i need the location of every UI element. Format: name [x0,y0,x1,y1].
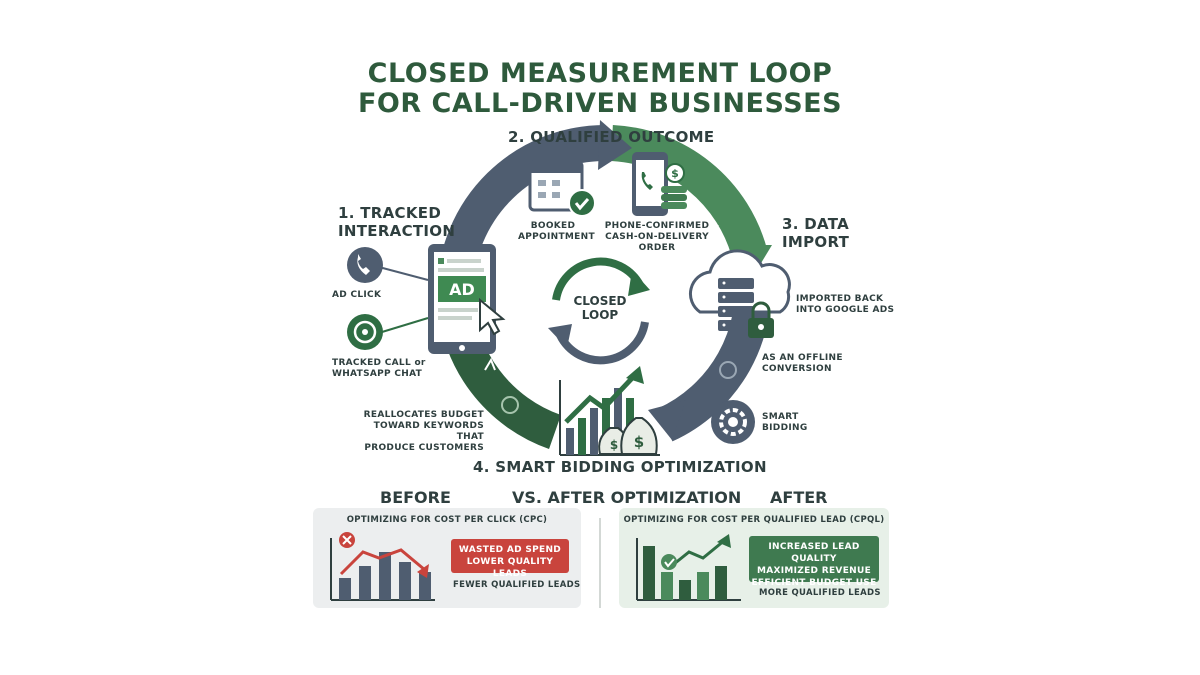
ring-chevron-icon [710,224,722,236]
after-panel: OPTIMIZING FOR COST PER QUALIFIED LEAD (… [619,508,889,608]
money-bag-icon: $ $ [598,417,658,455]
svg-text:$: $ [671,167,679,180]
step-3-line-2: IMPORT [782,233,850,251]
imported-line-2: INTO GOOGLE ADS [796,305,895,315]
closed-loop-icon [548,257,650,365]
step-4-heading: 4. SMART BIDDING OPTIMIZATION [473,458,767,476]
booked-line-2: APPOINTMENT [518,232,595,242]
server-icon [718,278,754,331]
lock-icon [748,301,774,338]
closed-loop-label: CLOSED LOOP [560,294,640,322]
after-tag-line-3: EFFICIENT BUDGET USE [751,578,877,588]
before-heading: BEFORE [380,488,451,507]
imported-back-label: IMPORTED BACK INTO GOOGLE ADS [796,294,894,316]
before-tag-line-2: LOWER QUALITY LEADS [466,557,554,579]
offline-line-1: AS AN OFFLINE [762,353,843,363]
offline-conversion-label: AS AN OFFLINE CONVERSION [762,353,843,375]
smart-bidding-label: SMART BIDDING [762,412,808,434]
smart-line-2: BIDDING [762,423,808,433]
smartphone-icon [632,152,668,216]
realloc-line-3: PRODUCE CUSTOMERS [364,443,484,453]
phone-confirmed-label: PHONE-CONFIRMED CASH-ON-DELIVERY ORDER [602,221,712,254]
after-subtitle: OPTIMIZING FOR COST PER QUALIFIED LEAD (… [623,515,885,525]
divider [599,518,601,608]
step-1-line-2: INTERACTION [338,222,456,240]
after-tag: INCREASED LEAD QUALITY MAXIMIZED REVENUE… [749,536,879,588]
tracked-call-label: TRACKED CALL or WHATSAPP CHAT [332,358,426,380]
step-1-line-1: 1. TRACKED [338,204,442,222]
title-line-1: CLOSED MEASUREMENT LOOP [367,58,833,89]
gear-icon [711,400,755,444]
after-tag-line-2: MAXIMIZED REVENUE [756,566,872,576]
closed-loop-line-1: CLOSED [573,294,627,308]
connector-line [374,265,429,281]
before-footer: FEWER QUALIFIED LEADS [453,580,581,590]
coins-icon: $ [661,163,687,209]
realloc-line-2: TOWARD KEYWORDS THAT [373,421,484,442]
svg-text:$: $ [610,438,618,452]
before-chart-icon [330,532,435,601]
refresh-icon [719,361,737,379]
ring-segment-top-right [610,125,768,260]
before-subtitle: OPTIMIZING FOR COST PER CLICK (CPC) [346,515,548,525]
phone-line-1: PHONE-CONFIRMED [604,221,710,231]
smart-line-1: SMART [762,412,799,422]
imported-line-1: IMPORTED BACK [796,294,884,304]
check-icon [568,189,596,217]
connector-line [381,317,429,333]
before-tag-line-1: WASTED AD SPEND [458,545,562,555]
reallocates-budget-label: REALLOCATES BUDGET TOWARD KEYWORDS THAT … [354,410,484,454]
ring-chevron-icon [499,208,513,221]
step-3-line-1: 3. DATA [782,215,850,233]
tablet-icon [428,244,496,354]
check-icon [661,554,677,570]
after-footer: MORE QUALIFIED LEADS [759,588,881,598]
realloc-line-1: REALLOCATES BUDGET [363,410,484,420]
ring-chevron-icon [484,357,496,371]
ad-badge: AD [449,280,475,299]
tracked-call-line-1: TRACKED CALL or [332,358,426,368]
refresh-icon [501,396,519,414]
ad-click-label: AD CLICK [332,290,382,300]
after-chart-icon [636,534,741,601]
phone-icon [347,247,383,283]
ring-arrowhead-top [598,120,632,170]
step-1-heading: 1. TRACKED INTERACTION [338,204,455,240]
vs-heading: VS. AFTER OPTIMIZATION [512,488,742,507]
closed-loop-line-2: LOOP [581,308,619,322]
after-heading: AFTER [770,488,828,507]
phone-line-2: CASH-ON-DELIVERY [605,232,709,242]
step-2-heading: 2. QUALIFIED OUTCOME [508,128,715,146]
offline-line-2: CONVERSION [762,364,832,374]
booked-line-1: BOOKED [530,221,576,231]
before-panel: OPTIMIZING FOR COST PER CLICK (CPC) WAST… [313,508,581,608]
phone-line-3: ORDER [638,243,676,253]
title-line-2: FOR CALL-DRIVEN BUSINESSES [357,88,843,119]
booked-appointment-label: BOOKED APPOINTMENT [518,221,595,243]
tracked-call-line-2: WHATSAPP CHAT [332,369,423,379]
ring-arrowhead-bottom [648,400,686,440]
cursor-icon [479,297,506,336]
whatsapp-icon [347,314,383,350]
after-tag-line-1: INCREASED LEAD QUALITY [768,542,860,564]
before-tag: WASTED AD SPEND LOWER QUALITY LEADS [451,539,569,579]
x-icon [339,532,355,548]
step-3-heading: 3. DATA IMPORT [782,215,849,251]
svg-text:$: $ [634,433,644,451]
